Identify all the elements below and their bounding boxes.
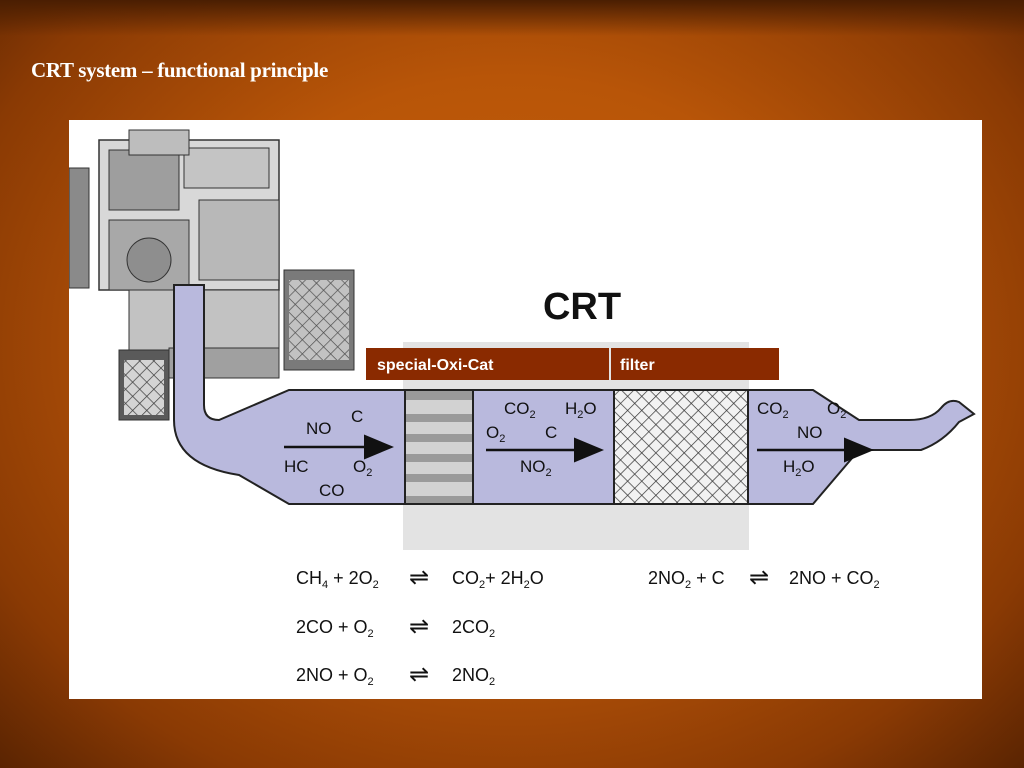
slide-title: CRT system – functional principle — [31, 58, 328, 82]
eq2-right: 2CO2 — [452, 617, 495, 640]
filter-label-bar — [611, 348, 779, 380]
eq3-left: 2NO + O2 — [296, 665, 374, 688]
inlet-hc: HC — [284, 457, 309, 476]
eq2-left: 2CO + O2 — [296, 617, 374, 640]
filter-label: filter — [620, 357, 655, 374]
particle-filter-block — [613, 389, 749, 505]
inlet-co: CO — [319, 481, 345, 500]
eq3-arrow: ⇌ — [409, 661, 429, 688]
eq4-left: 2NO2 + C — [648, 568, 725, 591]
oxicat-label: special-Oxi-Cat — [377, 357, 494, 374]
outlet-h2o: H2O — [783, 457, 815, 479]
middle-o2: O2 — [486, 423, 505, 445]
eq3-right: 2NO2 — [452, 665, 495, 688]
middle-h2o: H2O — [565, 399, 597, 421]
middle-c: C — [545, 423, 557, 442]
oxi-cat-block — [404, 389, 474, 505]
crt-diagram: CRT special-Oxi-Cat filter NO C HC O2 CO… — [69, 120, 982, 699]
inlet-o2: O2 — [353, 457, 372, 479]
eq4-arrow: ⇌ — [749, 564, 769, 591]
eq2-arrow: ⇌ — [409, 613, 429, 640]
middle-no2: NO2 — [520, 457, 552, 479]
eq1-left: CH4 + 2O2 — [296, 568, 379, 591]
eq4-right: 2NO + CO2 — [789, 568, 880, 591]
oxicat-label-bar — [366, 348, 609, 380]
inlet-no: NO — [306, 419, 332, 438]
eq1-right: CO2+ 2H2O — [452, 568, 544, 591]
outlet-no: NO — [797, 423, 823, 442]
engine-illustration — [69, 129, 355, 421]
inlet-c: C — [351, 407, 363, 426]
outlet-o2: O2 — [827, 399, 846, 421]
outlet-co2: CO2 — [757, 399, 789, 421]
crt-diagram-svg: CRT special-Oxi-Cat filter NO C HC O2 CO… — [69, 129, 976, 688]
middle-co2: CO2 — [504, 399, 536, 421]
top-dark-band — [0, 0, 1024, 36]
eq1-arrow: ⇌ — [409, 564, 429, 591]
crt-brand: CRT — [543, 286, 621, 328]
